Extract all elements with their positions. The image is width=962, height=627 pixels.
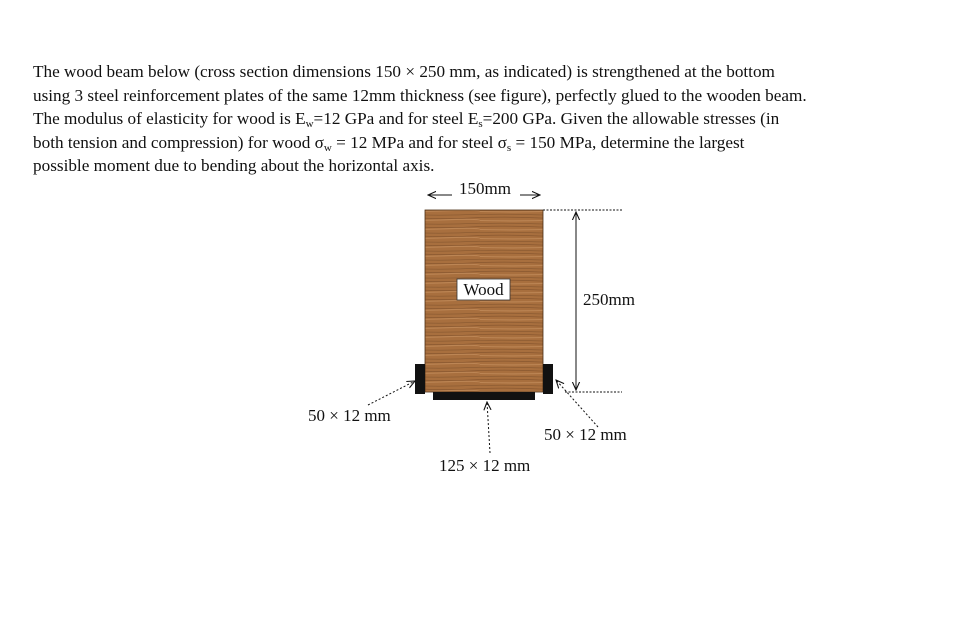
bottom-plate-label: 125 × 12 mm — [439, 456, 530, 475]
text-segment: both tension and compression) for wood σ — [33, 132, 324, 152]
bottom-steel-plate — [433, 392, 535, 400]
height-dimension: 250mm — [543, 209, 635, 393]
width-label: 150mm — [459, 179, 511, 198]
problem-line-2: using 3 steel reinforcement plates of th… — [33, 85, 807, 105]
problem-line-3: The modulus of elasticity for wood is Ew… — [33, 109, 780, 130]
left-steel-plate — [415, 364, 425, 394]
right-plate-leader — [556, 380, 599, 428]
problem-statement: The wood beam below (cross section dimen… — [33, 60, 930, 178]
subscript-s: s — [506, 141, 512, 154]
bottom-plate-leader — [487, 402, 490, 454]
subscript-w: w — [305, 118, 314, 130]
text-segment: = 12 MPa and for steel σ — [331, 132, 507, 152]
problem-line-5: possible moment due to bending about the… — [33, 156, 435, 175]
height-label: 250mm — [583, 290, 635, 309]
problem-line-4: both tension and compression) for wood σ… — [33, 132, 745, 154]
text-segment: =200 GPa. Given the allowable stresses (… — [482, 109, 780, 128]
left-plate-leader — [367, 381, 415, 406]
right-plate-label: 50 × 12 mm — [544, 425, 627, 444]
wood-section — [424, 209, 544, 393]
text-segment: =12 GPa and for steel E — [313, 109, 479, 128]
text-segment: The modulus of elasticity for wood is E — [33, 109, 306, 128]
subscript-s: s — [478, 118, 483, 130]
width-dimension: 150mm — [428, 179, 540, 198]
wood-label: Wood — [463, 280, 504, 299]
subscript-w: w — [323, 141, 332, 154]
text-segment: = 150 MPa, determine the largest — [511, 132, 745, 152]
problem-line-1: The wood beam below (cross section dimen… — [33, 62, 775, 81]
right-steel-plate — [543, 364, 553, 394]
left-plate-label: 50 × 12 mm — [308, 406, 391, 425]
wood-label-box: Wood — [456, 278, 511, 301]
